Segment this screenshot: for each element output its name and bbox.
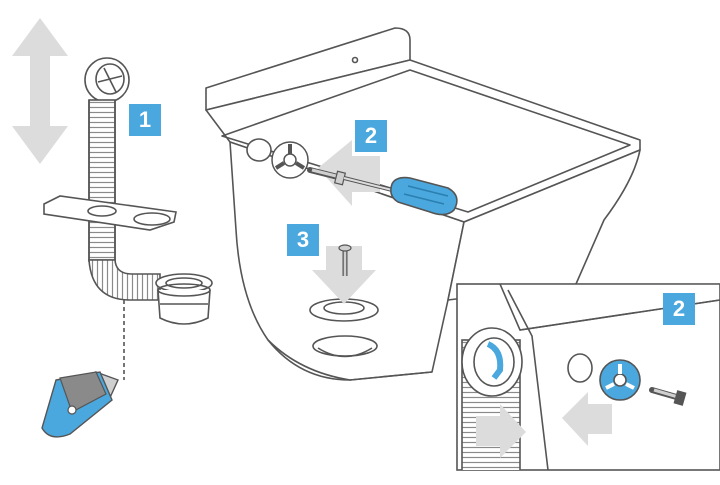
drain-body: [155, 273, 213, 325]
overflow-ring: [84, 57, 130, 103]
left-arrow-icon: [318, 140, 380, 206]
utility-knife-icon: [41, 371, 119, 438]
mounting-bracket: [43, 195, 177, 231]
screwdriver-icon: [343, 176, 458, 216]
screw-icon: [307, 167, 347, 186]
overflow-cover-inset: [599, 359, 641, 401]
screw-icon: [338, 244, 352, 276]
right-arrow-icon: [476, 404, 526, 458]
step-2-badge: 2: [355, 120, 387, 152]
inset-detail: [456, 283, 720, 471]
left-arrow-icon: [562, 392, 612, 446]
up-down-arrow-icon: [12, 18, 68, 164]
overflow-hose: [88, 99, 116, 261]
drain-assembly: [43, 57, 213, 380]
overflow-cover: [271, 141, 309, 179]
step-1-badge: 1: [129, 104, 161, 136]
step-3-badge: 3: [287, 224, 319, 256]
inset-step-badge: 2: [663, 293, 695, 325]
